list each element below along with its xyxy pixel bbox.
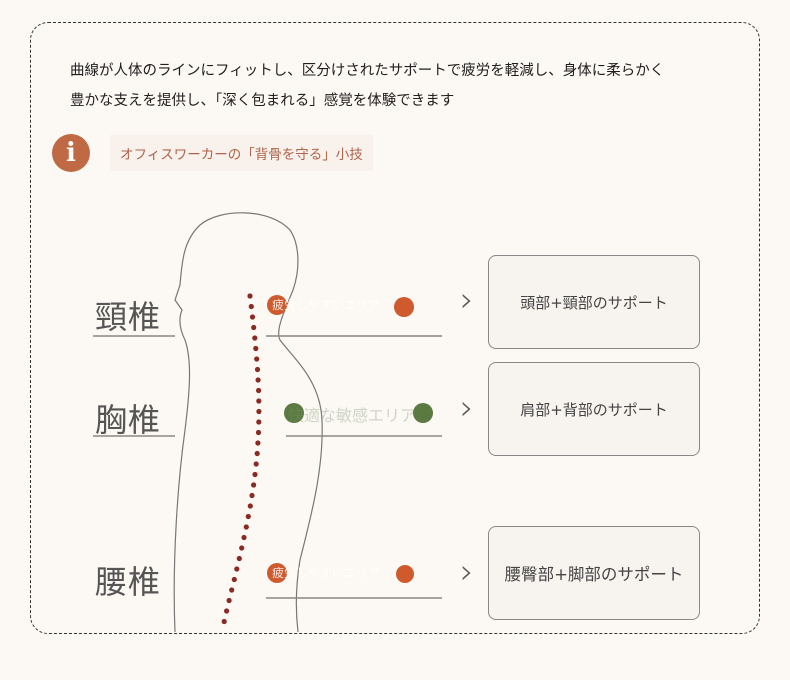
spine-dot — [245, 513, 251, 520]
spine-dot — [252, 471, 258, 478]
spine-dot — [236, 555, 242, 562]
spine-dot — [254, 450, 260, 457]
spine-dot — [256, 398, 262, 404]
label-cervical: 頸椎 — [95, 298, 162, 336]
body-outline-icon — [173, 212, 323, 633]
content-frame — [30, 22, 760, 634]
label-lumbar: 腰椎 — [95, 563, 162, 601]
chevron-right-icon: › — [460, 388, 474, 428]
intro-line-1: 曲線が人体のラインにフィットし、区分けされたサポートで疲労を軽減し、身体に柔らか… — [70, 63, 665, 79]
spine-dot — [241, 534, 247, 541]
marker-dot — [394, 297, 414, 317]
marker-dot — [413, 403, 433, 423]
spine-dot — [249, 492, 255, 499]
spine-dot — [256, 419, 262, 425]
support-box-head-neck: 頭部+頸部のサポート — [488, 255, 700, 349]
spine-dot — [253, 345, 259, 352]
spine-dot — [256, 408, 262, 415]
marker-dot — [284, 403, 304, 423]
spine-dot — [254, 366, 261, 373]
support-box-waist-legs: 腰臀部+脚部のサポート — [488, 526, 700, 620]
tip-label: オフィスワーカーの「背骨を守る」小技 — [110, 135, 373, 171]
spine-dot — [255, 429, 262, 436]
spine-dot — [251, 324, 257, 331]
chevron-right-icon: › — [460, 280, 474, 320]
spine-dot — [254, 356, 260, 362]
marker-dot — [267, 295, 287, 315]
spine-dot — [249, 314, 256, 320]
spine-dot — [253, 461, 259, 467]
intro-line-2: 豊かな支えを提供し、「深く包まれる」感覚を体験できます — [70, 93, 455, 109]
spine-dot — [251, 482, 257, 488]
spine-dots — [221, 293, 262, 625]
area-label: 疲労しやすいエリア — [272, 566, 380, 580]
spine-dot — [247, 293, 253, 299]
chevron-right-icon: › — [460, 552, 474, 592]
info-icon: i — [52, 134, 90, 172]
spine-dot — [255, 377, 261, 383]
marker-dot — [396, 565, 414, 583]
spine-dot — [252, 335, 258, 341]
spine-dot — [231, 576, 237, 583]
spine-dot — [255, 440, 261, 446]
spine-dot — [224, 608, 230, 614]
spine-dot — [248, 303, 254, 310]
spine-dot — [221, 618, 227, 625]
spine-dot — [247, 503, 253, 509]
intro-text: 曲線が人体のラインにフィットし、区分けされたサポートで疲労を軽減し、身体に柔らか… — [70, 56, 770, 116]
spine-dot — [229, 587, 235, 593]
support-box-shoulder-back: 肩部+背部のサポート — [488, 362, 700, 456]
area-label: 疲労しやすいエリア — [272, 298, 380, 312]
spine-dot — [243, 524, 249, 530]
tip-banner[interactable]: i オフィスワーカーの「背骨を守る」小技 — [52, 130, 373, 176]
marker-dot — [267, 563, 287, 583]
label-thoracic: 胸椎 — [95, 401, 162, 439]
area-label: 快適な敏感エリア — [288, 406, 417, 425]
spine-dot — [234, 566, 240, 572]
spine-dot — [256, 387, 262, 394]
spine-dot — [226, 597, 232, 604]
spine-dot — [239, 545, 245, 551]
